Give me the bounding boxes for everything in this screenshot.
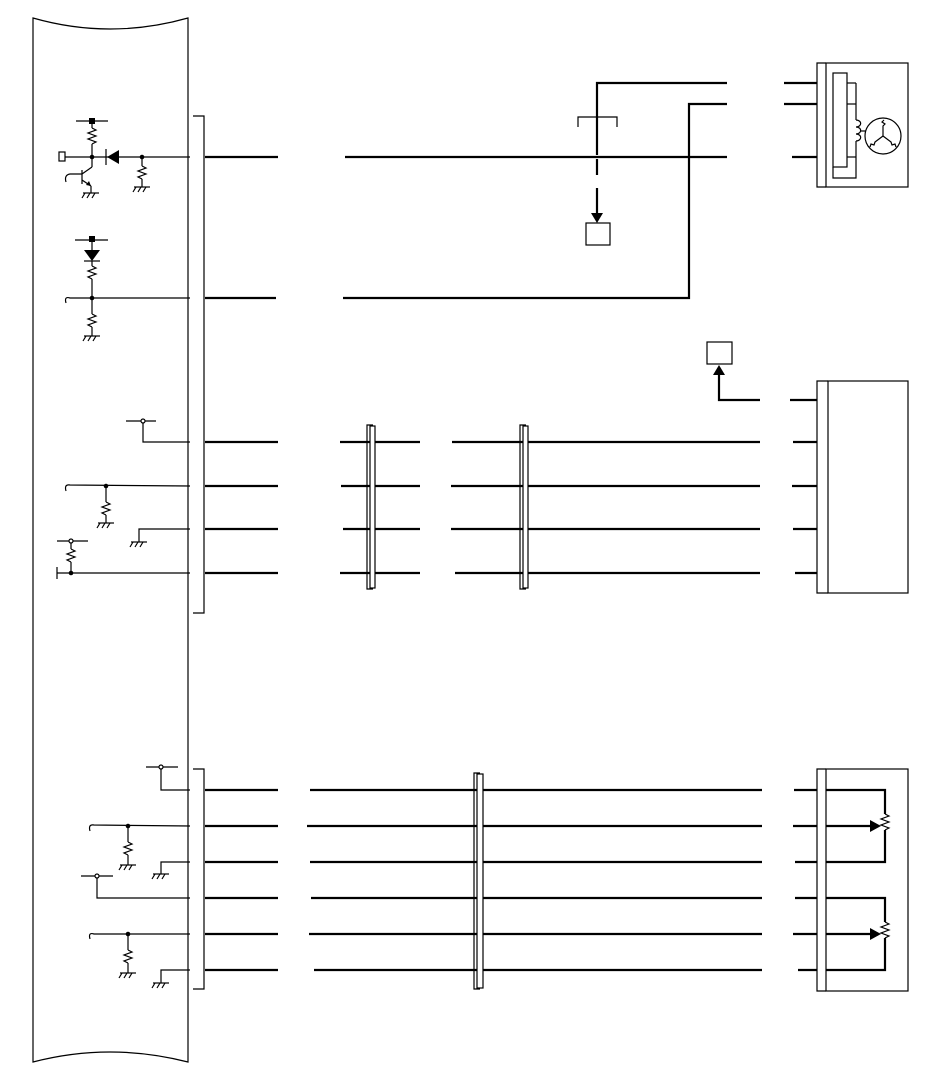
inline-connector-a xyxy=(366,424,376,590)
internal-circuit-1 xyxy=(58,118,190,199)
potentiometer-icon xyxy=(826,896,891,972)
module-connector-2 xyxy=(193,768,205,990)
internal-circuit-2 xyxy=(64,236,190,342)
inline-connector-c xyxy=(473,772,484,990)
potentiometer-icon xyxy=(826,788,891,864)
module-connector-1 xyxy=(193,115,205,614)
reference-box-2 xyxy=(706,341,733,365)
wire-group-3 xyxy=(205,788,817,972)
wire-group-1 xyxy=(205,81,817,300)
inline-connector-b xyxy=(519,424,529,590)
internal-circuit-3 xyxy=(56,418,191,579)
wire-group-2 xyxy=(205,365,817,575)
sensor-box xyxy=(816,380,909,594)
motor-unit xyxy=(816,62,909,188)
control-module-outline xyxy=(32,17,189,1063)
shield-bracket xyxy=(577,116,618,127)
internal-circuit-4 xyxy=(81,764,191,989)
reference-box-1 xyxy=(585,222,611,246)
sensor-potentiometers xyxy=(816,768,909,992)
